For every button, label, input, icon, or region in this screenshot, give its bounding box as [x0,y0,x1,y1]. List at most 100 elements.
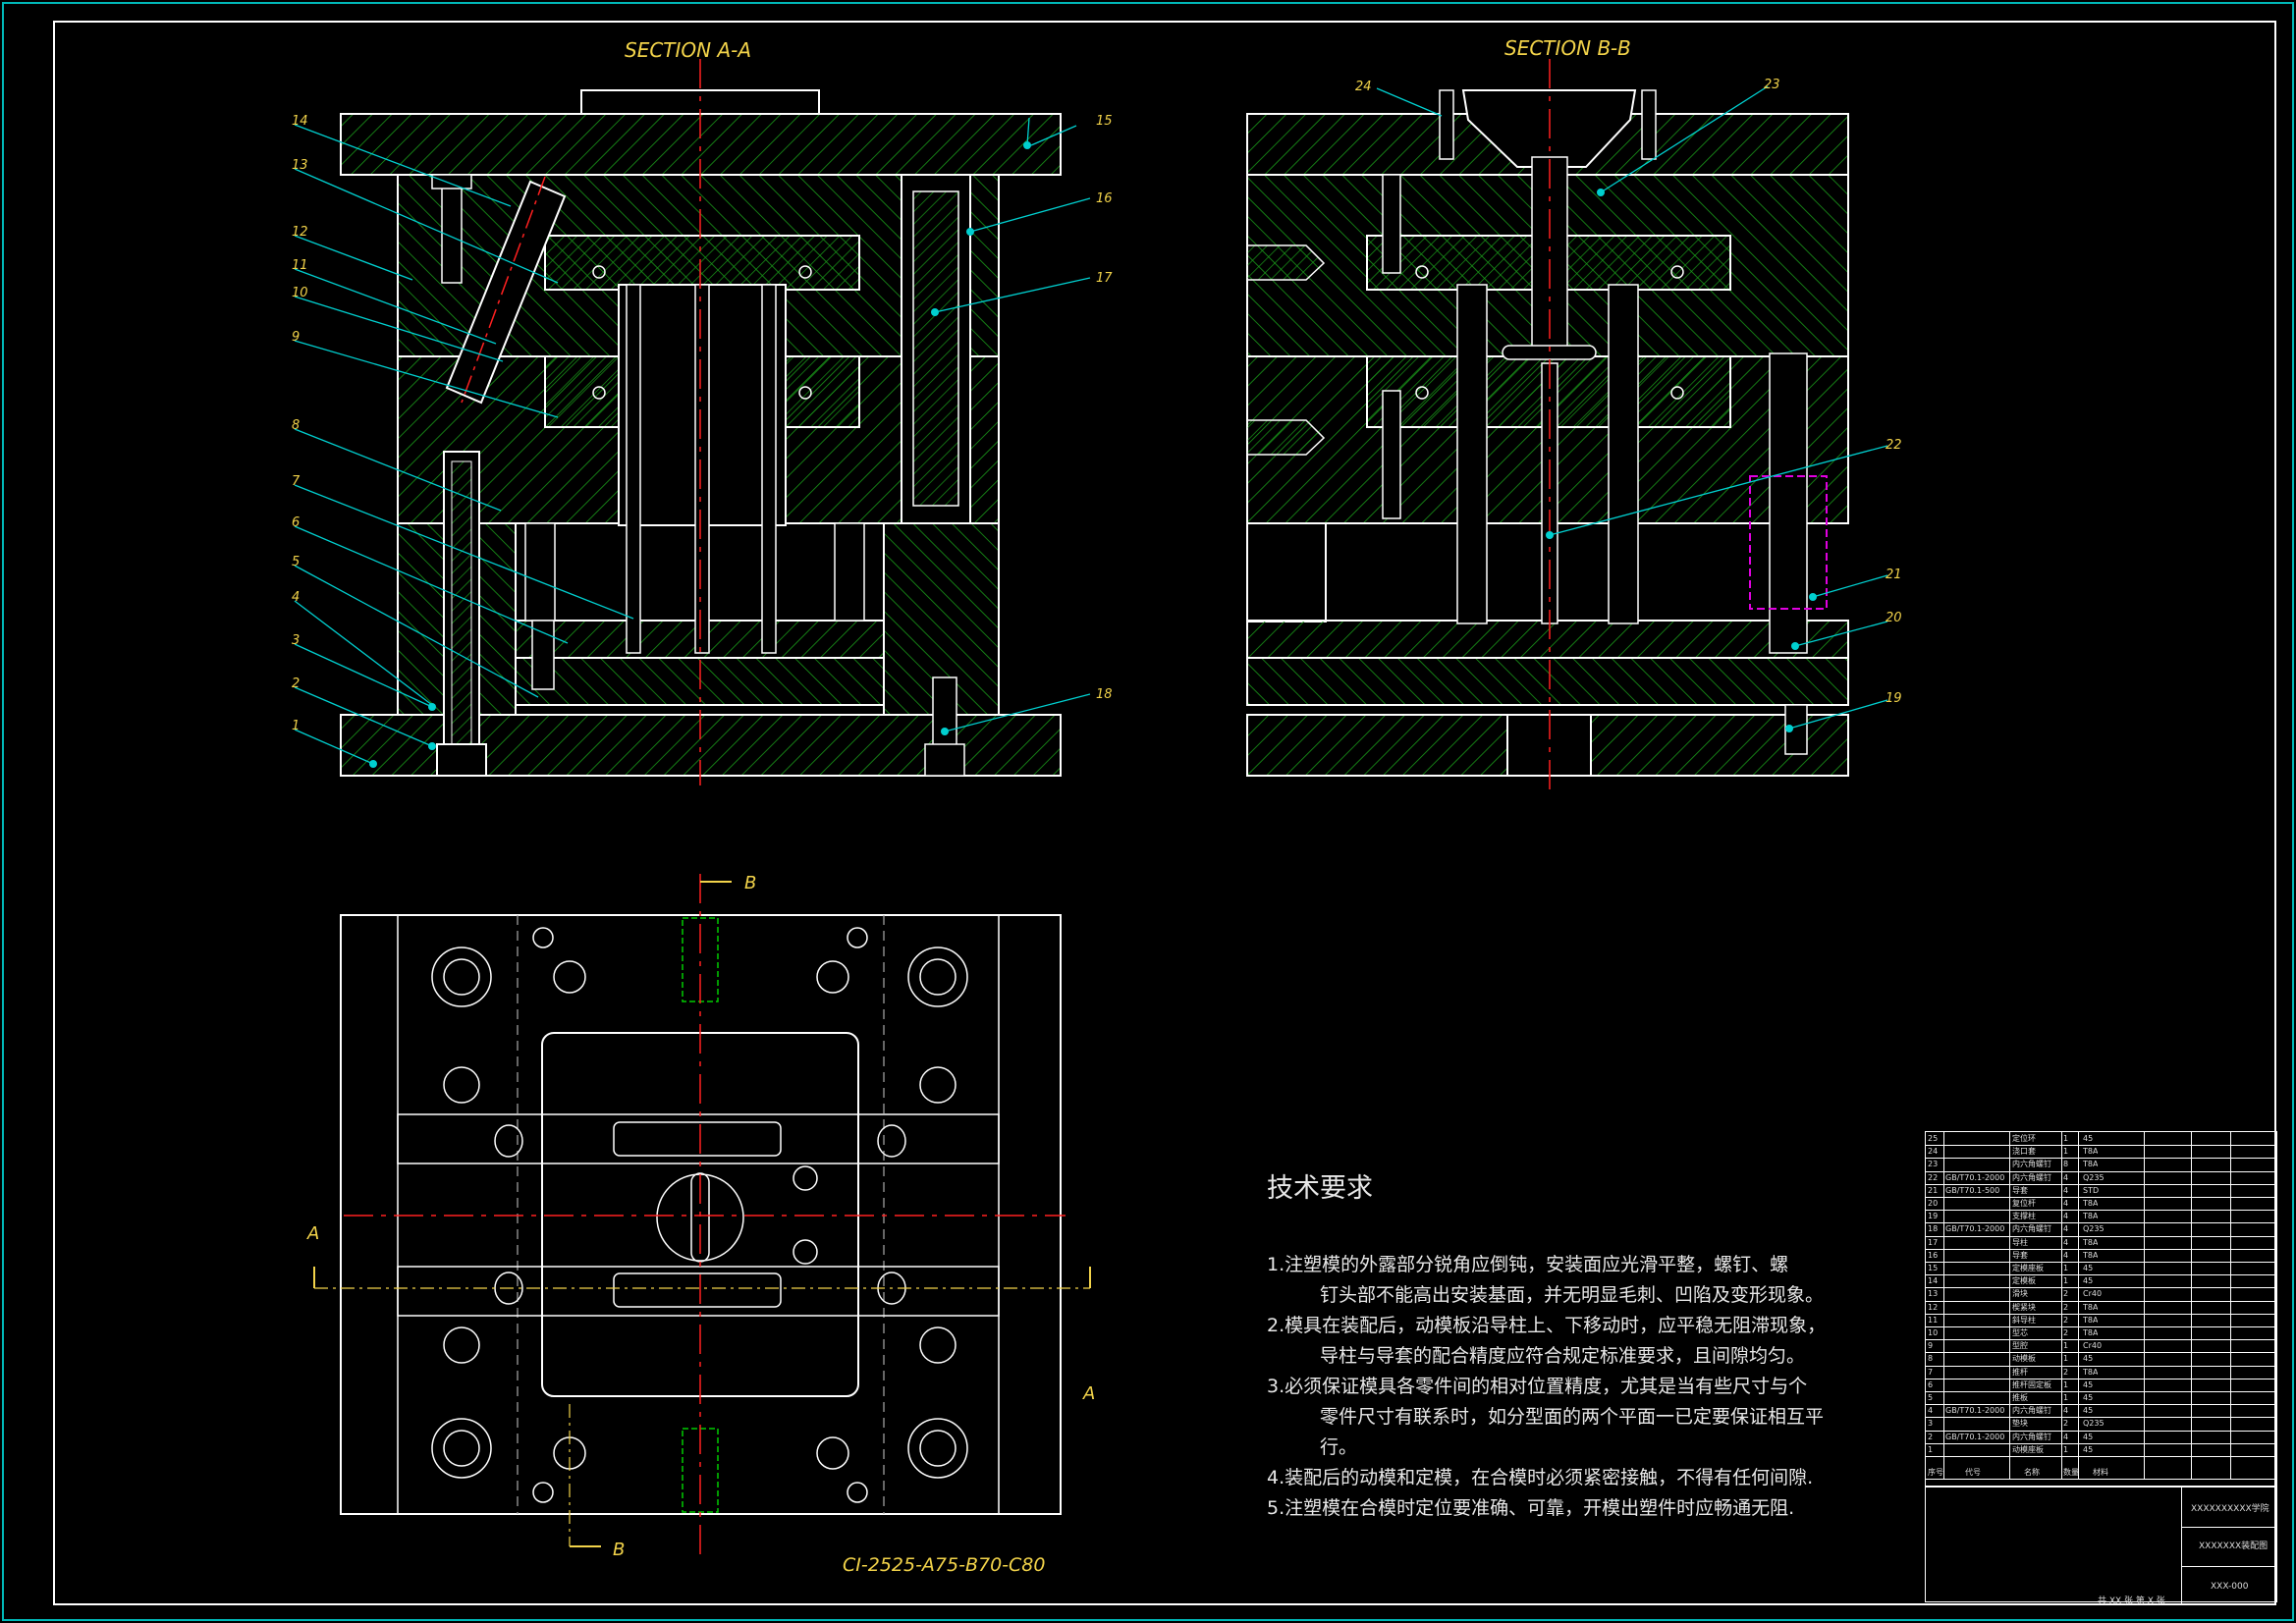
callout-4: 4 [292,590,300,605]
cut-label-a-right: A [1082,1383,1095,1404]
callout-15: 15 [1096,114,1113,129]
section-bb-title: SECTION B-B [1504,36,1631,60]
callouts-aa [294,117,1091,765]
callout-21: 21 [1886,568,1902,582]
bom-cell-name: 斜导柱 [2012,1315,2036,1325]
callout-labels-bb: 24 23 22 21 20 19 [1355,78,1902,706]
tech-item: 3.必须保证模具各零件间的相对位置精度，尤其是当有些尺寸与个零件尺寸有联系时，如… [1267,1372,1836,1463]
bom-cell-mat: T8A [2083,1212,2099,1221]
bom-cell-name: 定位环 [2012,1134,2036,1143]
bom-cell-qty: 1 [2063,1134,2069,1143]
tech-item: 2.模具在装配后，动模板沿导柱上、下移动时，应平稳无阻滞现象，导柱与导套的配合精… [1267,1311,1836,1372]
bom-cell-mat: STD [2083,1185,2100,1195]
callout-13: 13 [292,158,308,173]
bom-cell-no: 10 [1928,1328,1939,1337]
bom-cell-name: 垫块 [2012,1419,2028,1429]
bom-cell-name: 内六角螺钉 [2012,1172,2051,1182]
callouts-bb [1376,85,1888,730]
bom-cell-mat: T8A [2083,1199,2099,1208]
bom-cell-no: 7 [1928,1367,1934,1377]
tech-item: 4.装配后的动模和定模，在合模时必须紧密接触，不得有任何间隙. [1267,1463,1836,1493]
bom-cell-std: GB/T70.1-2000 [1945,1406,2005,1416]
tech-items: 1.注塑模的外露部分锐角应倒钝，安装面应光滑平整，螺钉、螺钉头部不能高出安装基面… [1267,1250,1836,1524]
bom-cell-mat: T8A [2083,1147,2099,1157]
bom-cell-qty: 1 [2063,1341,2069,1351]
bom-column-line [2230,1132,2231,1479]
title-block-line [2181,1566,2276,1567]
drawing-number: XXX-000 [2211,1582,2249,1592]
bom-column-line [1943,1132,1944,1479]
sheet-info: 共 XX 张 第 X 张 [2098,1596,2165,1606]
tech-item-text: 1.注塑模的外露部分锐角应倒钝，安装面应光滑平整，螺钉、螺 [1267,1254,1789,1275]
plan-view [313,874,1091,1561]
bom-cell-name: 型腔 [2012,1341,2028,1351]
tech-item-text: 3.必须保证模具各零件间的相对位置精度，尤其是当有些尺寸与个 [1267,1376,1808,1397]
bom-cell-name: 楔紧块 [2012,1302,2036,1312]
bom-cell-no: 5 [1928,1393,1934,1402]
callout-labels-aa: 14 13 12 11 10 9 8 7 6 5 4 3 2 1 15 16 1… [292,114,1113,733]
bom-cell-name: 推杆固定板 [2012,1380,2051,1389]
bom-cell-qty: 1 [2063,1444,2069,1454]
bom-cell-qty: 4 [2063,1250,2069,1260]
tech-item-continuation: 钉头部不能高出安装基面，并无明显毛刺、凹陷及变形现象。 [1320,1284,1825,1306]
callout-5: 5 [292,555,300,569]
bom-cell-name: 推杆 [2012,1367,2028,1377]
bom-header-cell: 材料 [2093,1468,2108,1477]
bom-cell-no: 6 [1928,1380,1934,1389]
bom-cell-qty: 2 [2063,1302,2069,1312]
callout-9: 9 [292,330,300,345]
bom-cell-no: 17 [1928,1237,1939,1247]
bom-cell-no: 22 [1928,1172,1939,1182]
bom-column-line [2078,1132,2079,1479]
bom-cell-qty: 4 [2063,1237,2069,1247]
bom-cell-no: 24 [1928,1147,1939,1157]
bom-column-line [2061,1132,2062,1479]
callout-12: 12 [292,225,308,240]
bom-cell-name: 定模板 [2012,1276,2036,1286]
bom-cell-qty: 4 [2063,1406,2069,1416]
callout-10: 10 [292,286,308,300]
bom-cell-name: 内六角螺钉 [2012,1160,2051,1169]
callout-dots-bb [1546,189,1817,732]
bom-cell-no: 21 [1928,1185,1939,1195]
bom-cell-no: 2 [1928,1432,1934,1441]
bom-cell-no: 1 [1928,1444,1934,1454]
bom-cell-name: 动模座板 [2012,1444,2044,1454]
bom-cell-no: 20 [1928,1199,1939,1208]
bom-cell-qty: 2 [2063,1315,2069,1325]
tech-item-text: 2.模具在装配后，动模板沿导柱上、下移动时，应平稳无阻滞现象， [1267,1315,1827,1336]
bom-cell-qty: 1 [2063,1393,2069,1402]
bom-cell-mat: T8A [2083,1367,2099,1377]
callout-22: 22 [1886,438,1902,453]
bom-cell-qty: 2 [2063,1367,2069,1377]
title-block-divider [2181,1488,2182,1603]
bom-column-line [2144,1132,2145,1479]
bom-cell-name: 导套 [2012,1250,2028,1260]
callout-16: 16 [1096,191,1113,206]
callout-8: 8 [292,418,300,433]
bom-cell-mat: 45 [2083,1134,2094,1143]
callout-18: 18 [1096,687,1113,702]
callout-24: 24 [1355,80,1372,94]
bom-row: 7 推杆 2 T8A [1926,1366,2276,1380]
bom-cell-qty: 4 [2063,1185,2069,1195]
school-name: XXXXXXXXXX学院 [2191,1504,2269,1514]
section-bb-view [1246,59,1849,793]
bom-cell-qty: 2 [2063,1289,2069,1299]
bom-cell-name: 导柱 [2012,1237,2028,1247]
bom-cell-mat: 45 [2083,1276,2094,1286]
bom-cell-qty: 2 [2063,1328,2069,1337]
bom-cell-qty: 8 [2063,1160,2069,1169]
bom-cell-name: 型芯 [2012,1328,2028,1337]
bom-cell-mat: Q235 [2083,1224,2105,1234]
callout-20: 20 [1886,611,1902,625]
